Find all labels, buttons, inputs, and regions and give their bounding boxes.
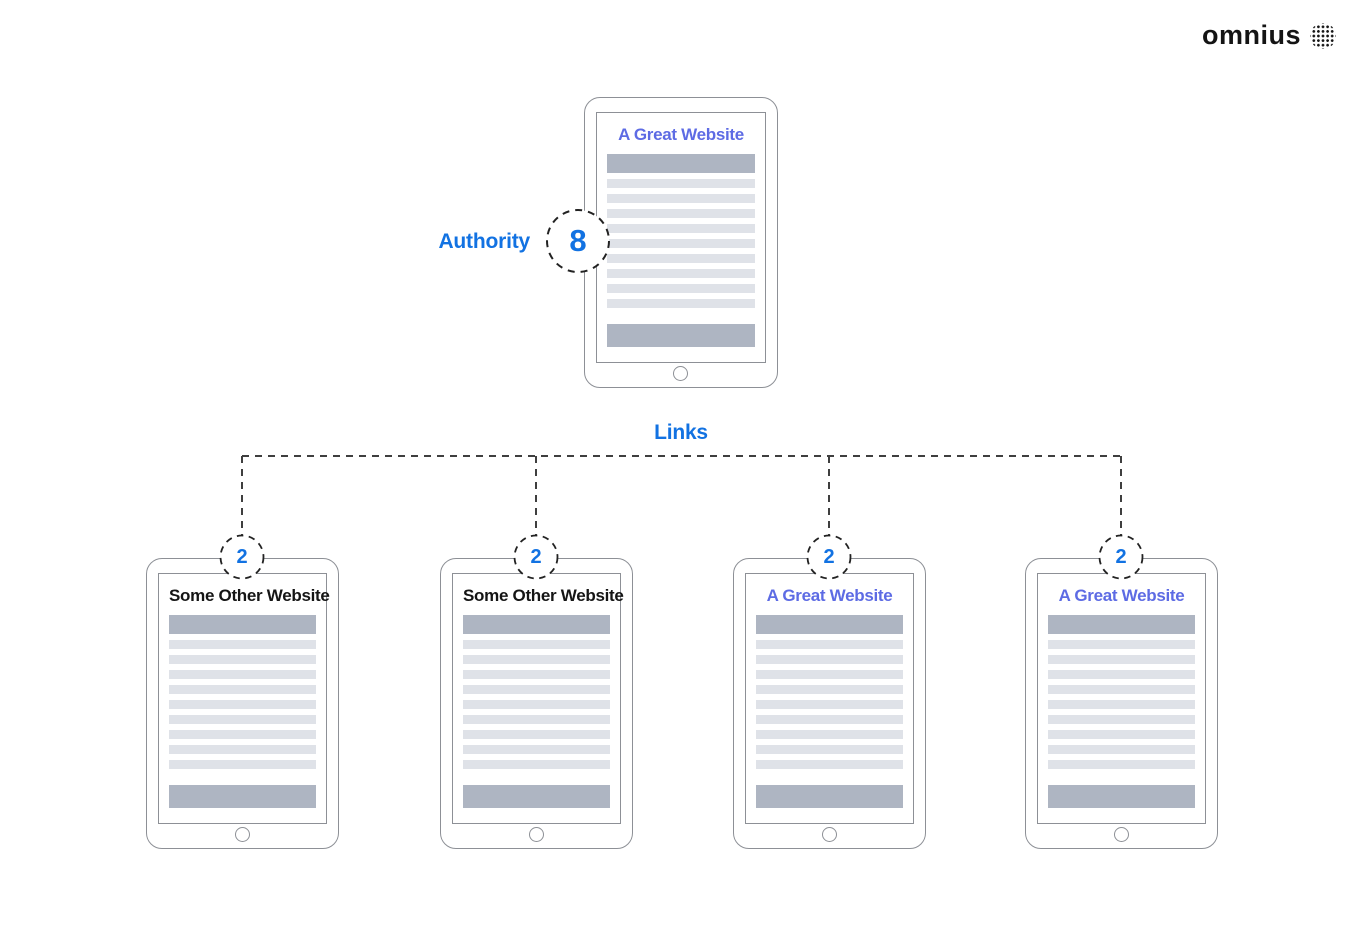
content-line-placeholder <box>1048 730 1195 739</box>
content-line-placeholder <box>169 745 316 754</box>
content-line-placeholder <box>463 700 610 709</box>
link-count-value: 2 <box>236 545 248 568</box>
content-line-placeholder <box>607 224 755 233</box>
main-website-tablet: A Great Website <box>584 97 778 388</box>
content-line-placeholder <box>1048 640 1195 649</box>
content-line-placeholder <box>1048 745 1195 754</box>
content-header-placeholder <box>463 615 610 634</box>
content-line-placeholder <box>169 715 316 724</box>
authority-score-badge: 8 <box>545 208 611 274</box>
content-line-placeholder <box>169 700 316 709</box>
content-footer-placeholder <box>607 324 755 347</box>
dashed-circle <box>546 209 610 273</box>
home-button <box>1113 827 1129 842</box>
content-header-placeholder <box>169 615 316 634</box>
link-count-badge-2: 2 <box>513 534 559 580</box>
authority-score-value: 8 <box>569 223 587 258</box>
content-line-placeholder <box>463 730 610 739</box>
website-title: A Great Website <box>1058 586 1185 605</box>
website-title: Some Other Website <box>169 586 330 605</box>
content-line-placeholder <box>607 284 755 293</box>
content-line-placeholder <box>463 715 610 724</box>
content-line-placeholder <box>607 209 755 218</box>
link-count-value: 2 <box>530 545 542 568</box>
website-screen: A Great Website <box>596 112 766 363</box>
content-line-placeholder <box>1048 670 1195 679</box>
content-footer-placeholder <box>169 785 316 808</box>
content-line-placeholder <box>756 730 903 739</box>
content-line-placeholder <box>756 700 903 709</box>
content-footer-placeholder <box>756 785 903 808</box>
content-footer-placeholder <box>463 785 610 808</box>
home-button <box>673 366 688 381</box>
omnius-logo-text: omnius <box>1201 20 1301 50</box>
content-line-placeholder <box>169 685 316 694</box>
link-count-badge-1: 2 <box>219 534 265 580</box>
website-screen: A Great Website <box>1037 573 1206 824</box>
content-header-placeholder <box>756 615 903 634</box>
content-line-placeholder <box>463 685 610 694</box>
content-line-placeholder <box>463 655 610 664</box>
content-line-placeholder <box>169 655 316 664</box>
content-lines <box>1048 634 1195 769</box>
content-header-placeholder <box>607 154 755 173</box>
content-header-placeholder <box>1048 615 1195 634</box>
content-line-placeholder <box>756 640 903 649</box>
website-title: A Great Website <box>618 125 744 144</box>
link-count-value: 2 <box>1115 545 1127 568</box>
content-line-placeholder <box>607 269 755 278</box>
link-count-value: 2 <box>823 545 835 568</box>
content-line-placeholder <box>756 715 903 724</box>
content-lines <box>169 634 316 769</box>
home-button <box>821 827 837 842</box>
link-count-badge-3: 2 <box>806 534 852 580</box>
content-line-placeholder <box>1048 700 1195 709</box>
omnius-logo: omnius <box>1202 22 1336 49</box>
content-line-placeholder <box>756 745 903 754</box>
content-line-placeholder <box>1048 655 1195 664</box>
website-title: A Great Website <box>766 586 893 605</box>
content-line-placeholder <box>169 640 316 649</box>
content-line-placeholder <box>607 179 755 188</box>
content-line-placeholder <box>1048 715 1195 724</box>
content-line-placeholder <box>756 760 903 769</box>
linked-website-tablet-2: Some Other Website <box>440 558 633 849</box>
links-label: Links <box>654 421 708 444</box>
content-line-placeholder <box>169 730 316 739</box>
linked-website-tablet-1: Some Other Website <box>146 558 339 849</box>
home-button <box>528 827 544 842</box>
content-line-placeholder <box>756 655 903 664</box>
dotted-sphere-icon <box>1310 22 1336 49</box>
website-title: Some Other Website <box>463 586 624 605</box>
website-screen: Some Other Website <box>158 573 330 824</box>
content-line-placeholder <box>1048 685 1195 694</box>
content-line-placeholder <box>607 194 755 203</box>
linked-website-tablet-4: A Great Website <box>1025 558 1218 849</box>
link-count-badge-4: 2 <box>1098 534 1144 580</box>
content-lines <box>607 173 755 308</box>
content-line-placeholder <box>607 254 755 263</box>
content-line-placeholder <box>463 640 610 649</box>
authority-label: Authority <box>438 230 530 253</box>
content-line-placeholder <box>463 745 610 754</box>
content-footer-placeholder <box>1048 785 1195 808</box>
content-lines <box>463 634 610 769</box>
content-line-placeholder <box>607 239 755 248</box>
content-lines <box>756 634 903 769</box>
content-line-placeholder <box>756 670 903 679</box>
content-line-placeholder <box>169 760 316 769</box>
content-line-placeholder <box>463 760 610 769</box>
website-screen: A Great Website <box>745 573 914 824</box>
content-line-placeholder <box>1048 760 1195 769</box>
content-line-placeholder <box>463 670 610 679</box>
content-line-placeholder <box>607 299 755 308</box>
content-line-placeholder <box>756 685 903 694</box>
content-line-placeholder <box>169 670 316 679</box>
website-screen: Some Other Website <box>452 573 624 824</box>
linked-website-tablet-3: A Great Website <box>733 558 926 849</box>
home-button <box>234 827 250 842</box>
